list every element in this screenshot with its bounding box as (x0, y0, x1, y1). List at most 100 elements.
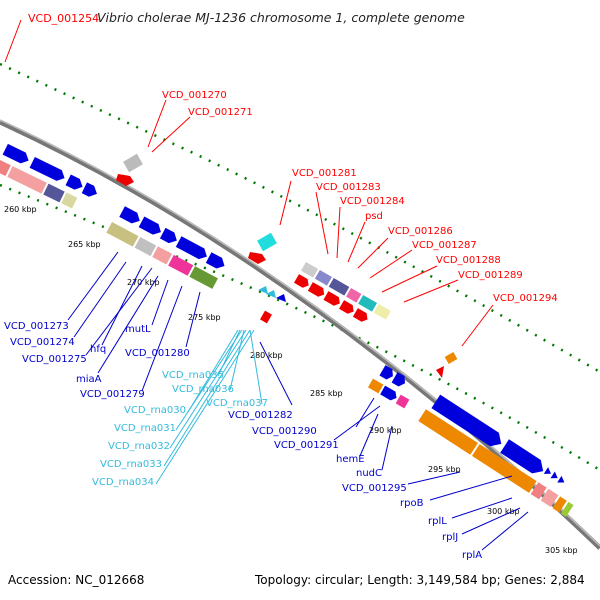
gene-feature[interactable] (444, 352, 458, 364)
rna-label[interactable]: VCD_rna033 (100, 459, 162, 470)
gene-feature[interactable] (257, 232, 277, 252)
gene-feature[interactable] (189, 266, 218, 289)
gene-arrow[interactable] (2, 143, 32, 166)
forward-labels: VCD_001270 VCD_001271 VCD_001281 VCD_001… (147, 90, 558, 347)
gene-feature[interactable] (168, 254, 194, 276)
gene-feature[interactable] (314, 270, 332, 286)
gene-feature[interactable] (123, 153, 143, 173)
gene-arrow[interactable] (276, 294, 286, 302)
gene-arrow[interactable] (307, 282, 327, 299)
rna-label[interactable]: VCD_rna032 (108, 441, 170, 452)
rna-label[interactable]: VCD_rna031 (114, 423, 176, 434)
gene-arrow[interactable] (119, 206, 142, 226)
reverse-gene-label[interactable]: VCD_001275 (22, 354, 87, 365)
gene-arrow[interactable] (391, 372, 408, 388)
forward-gene-label[interactable]: VCD_001294 (493, 293, 558, 304)
forward-gene-label[interactable]: VCD_001283 (316, 182, 381, 193)
gene-feature[interactable] (530, 482, 547, 500)
rna-label[interactable]: VCD_rna030 (124, 405, 186, 416)
gene-feature[interactable] (471, 444, 537, 493)
gene-arrow[interactable] (379, 365, 395, 381)
reverse-gene-label[interactable]: VCD_001295 (342, 483, 407, 494)
scale-label: 270 kbp (127, 278, 160, 287)
gene-feature[interactable] (560, 501, 574, 517)
gene-arrow-rpob[interactable] (431, 394, 505, 451)
reverse-gene-label[interactable]: VCD_001291 (274, 440, 339, 451)
forward-gene-label[interactable]: VCD_001271 (188, 107, 253, 118)
reverse-gene-label[interactable]: VCD_001274 (10, 337, 75, 348)
gene-arrow[interactable] (550, 471, 559, 481)
gene-arrow[interactable] (436, 366, 444, 378)
reverse-gene-label[interactable]: rplL (428, 516, 447, 527)
gene-feature[interactable] (373, 304, 391, 320)
reverse-gene-label[interactable]: hemE (336, 454, 365, 465)
forward-gene-label[interactable]: psd (365, 211, 383, 222)
rna-label[interactable]: VCD_rna037 (206, 398, 268, 409)
gene-feature[interactable] (7, 166, 47, 194)
gene-arrow[interactable] (29, 156, 68, 184)
gene-arrow[interactable] (352, 308, 370, 324)
gene-arrow[interactable] (557, 475, 566, 486)
reverse-gene-label[interactable]: rplA (462, 550, 482, 561)
forward-gene-label[interactable]: VCD_001287 (412, 240, 477, 251)
rna-arrow[interactable] (258, 286, 268, 294)
footer-accession: Accession: NC_012668 (8, 573, 145, 587)
reverse-gene-label[interactable]: VCD_001280 (125, 348, 190, 359)
gene-arrow[interactable] (543, 467, 553, 477)
gene-arrow[interactable] (323, 291, 342, 308)
gene-feature[interactable] (43, 183, 65, 203)
gene-feature[interactable] (368, 378, 384, 394)
gene-arrow[interactable] (294, 274, 311, 290)
gene-feature[interactable] (106, 222, 139, 247)
gene-feature[interactable] (418, 409, 478, 455)
gene-arrow[interactable] (248, 252, 266, 264)
reverse-gene-label[interactable]: nudC (356, 468, 382, 479)
gene-feature[interactable] (540, 488, 559, 508)
forward-gene-label[interactable]: VCD_001286 (388, 226, 453, 237)
gene-arrow[interactable] (500, 439, 547, 477)
gene-arrow[interactable] (116, 174, 134, 186)
gene-feature[interactable] (328, 278, 350, 296)
title-accession-label[interactable]: VCD_001254 (28, 12, 99, 25)
gene-arrow[interactable] (339, 300, 356, 316)
rna-label[interactable]: VCD_rna034 (92, 477, 154, 488)
gene-feature[interactable] (395, 394, 410, 409)
gene-feature[interactable] (260, 310, 272, 324)
gene-feature[interactable] (152, 246, 173, 265)
gene-arrow[interactable] (175, 236, 210, 262)
reverse-gene-label[interactable]: hfq (90, 344, 106, 355)
gene-feature[interactable] (61, 192, 78, 209)
forward-gene-label[interactable]: VCD_001281 (292, 168, 357, 179)
forward-gene-label[interactable]: VCD_001270 (162, 90, 227, 101)
gene-feature[interactable] (0, 160, 11, 177)
reverse-gene-label[interactable]: VCD_001273 (4, 321, 69, 332)
gene-arrow[interactable] (81, 182, 100, 199)
reverse-gene-label[interactable]: mutL (125, 324, 151, 335)
reverse-gene-label[interactable]: VCD_001282 (228, 410, 293, 421)
reverse-labels: VCD_001273 VCD_001274 hfq VCD_001275 mut… (4, 251, 529, 561)
gene-arrow[interactable] (65, 174, 86, 193)
reverse-gene-label[interactable]: VCD_001290 (252, 426, 317, 437)
reverse-gene-label[interactable]: miaA (76, 374, 102, 385)
rna-label[interactable]: VCD_rna035 (162, 370, 224, 381)
gene-feature[interactable] (552, 496, 567, 513)
gene-feature[interactable] (346, 288, 362, 303)
rna-arrow[interactable] (266, 290, 276, 298)
forward-gene-label[interactable]: VCD_001289 (458, 270, 523, 281)
gene-arrow[interactable] (159, 227, 180, 246)
forward-gene-label[interactable]: VCD_001284 (340, 196, 405, 207)
outer-dotted-ring (0, 62, 600, 374)
gene-arrow[interactable] (380, 385, 399, 403)
gene-arrow[interactable] (138, 216, 164, 238)
reverse-gene-label[interactable]: rpoB (400, 498, 424, 509)
gene-arrow[interactable] (205, 252, 228, 271)
title-group: VCD_001254 Vibrio cholerae MJ-1236 chrom… (4, 10, 465, 63)
reverse-gene-label[interactable]: rplJ (442, 532, 458, 543)
rna-label[interactable]: VCD_rna036 (172, 384, 234, 395)
title-leader-line (4, 19, 22, 63)
forward-gene-label[interactable]: VCD_001288 (436, 255, 501, 266)
reverse-gene-label[interactable]: VCD_001279 (80, 389, 145, 400)
gene-feature[interactable] (134, 237, 157, 257)
gene-feature[interactable] (301, 262, 319, 278)
gene-feature[interactable] (358, 295, 378, 312)
